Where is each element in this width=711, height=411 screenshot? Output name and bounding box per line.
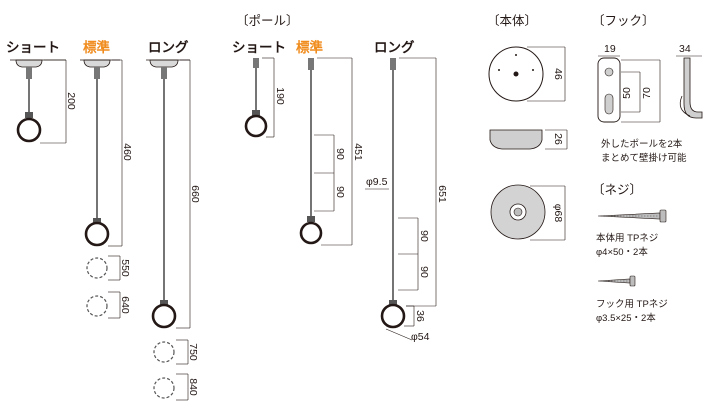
hook-note-line2: まとめて壁掛け可能 bbox=[601, 152, 687, 164]
long-ext-dim-1: 750 bbox=[187, 343, 199, 361]
body-bottom-dim: φ68 bbox=[552, 204, 564, 223]
pole-standard-total: 451 bbox=[352, 143, 364, 161]
pole-section-title: 〔ポール〕 bbox=[236, 14, 299, 28]
hook-section-title: 〔フック〕 bbox=[592, 14, 655, 28]
body-section-group: 〔本体〕 46 26 φ68 bbox=[487, 14, 568, 241]
hook-screw-label-line1: フック用 TPネジ bbox=[596, 299, 668, 310]
hook-section-group: 〔フック〕 19 34 50 70 外したポールを2本 まとめて壁掛け可能 bbox=[592, 14, 703, 164]
ring-height-dim: 36 bbox=[414, 310, 426, 322]
pole-standard-label: 標準 bbox=[296, 39, 323, 55]
body-side-view bbox=[489, 129, 568, 150]
short-unit-illustration bbox=[10, 59, 67, 144]
standard-label: 標準 bbox=[83, 39, 110, 55]
standard-unit-dim: 460 bbox=[121, 143, 133, 161]
hook-screw-illustration bbox=[597, 275, 636, 287]
pole-short-label: ショート bbox=[232, 40, 286, 55]
body-screw-label-line2: φ4×50・2本 bbox=[596, 246, 648, 258]
body-section-title: 〔本体〕 bbox=[487, 14, 537, 28]
ring-diameter-dim: φ54 bbox=[411, 331, 430, 343]
long-label: ロング bbox=[148, 39, 189, 55]
body-top-dim: 46 bbox=[552, 68, 564, 80]
hook-hole-dim: 50 bbox=[621, 87, 633, 99]
pole-section-group: 〔ポール〕 ショート 標準 ロング 190 bbox=[232, 14, 448, 343]
body-top-view bbox=[488, 46, 566, 102]
pole-long-total: 651 bbox=[436, 185, 448, 203]
pole-standard-dim-1: 90 bbox=[334, 148, 346, 160]
pole-long-diameter: φ9.5 bbox=[366, 176, 388, 188]
long-ext-dim-2: 840 bbox=[187, 378, 199, 396]
standard-ext-dim-1: 550 bbox=[119, 259, 131, 277]
long-unit-dim: 660 bbox=[189, 185, 201, 203]
hook-width-front: 19 bbox=[604, 43, 616, 55]
hook-side-view bbox=[676, 55, 703, 119]
screw-section-title: 〔ネジ〕 bbox=[592, 183, 642, 197]
screw-section-group: 〔ネジ〕 本体用 TPネジ φ4×50・2本 フック用 TPネジ φ3.5×25… bbox=[592, 183, 668, 324]
standard-unit-illustration bbox=[80, 59, 123, 319]
body-screw-label-line1: 本体用 TPネジ bbox=[596, 232, 658, 244]
ceiling-units-group: ショート 標準 ロング 200 bbox=[6, 39, 201, 401]
pole-long-illustration bbox=[365, 57, 437, 341]
pole-long-dim-1: 90 bbox=[418, 230, 430, 242]
hook-height-dim: 70 bbox=[641, 87, 653, 99]
pole-short-dim: 190 bbox=[274, 87, 286, 105]
pole-long-label: ロング bbox=[374, 39, 415, 55]
pole-standard-dim-2: 90 bbox=[334, 186, 346, 198]
long-unit-illustration bbox=[146, 59, 191, 401]
standard-ext-dim-2: 640 bbox=[119, 296, 131, 314]
short-unit-dim: 200 bbox=[65, 92, 77, 110]
body-bottom-view bbox=[490, 184, 566, 241]
body-side-dim: 26 bbox=[552, 133, 564, 145]
hook-width-side: 34 bbox=[679, 43, 691, 55]
hook-screw-label-line2: φ3.5×25・2本 bbox=[596, 312, 656, 324]
pole-standard-illustration bbox=[299, 57, 353, 246]
hook-front-view bbox=[597, 55, 661, 123]
pole-short-illustration bbox=[244, 57, 275, 138]
hook-note-line1: 外したポールを2本 bbox=[601, 138, 683, 150]
pole-long-dim-2: 90 bbox=[418, 266, 430, 278]
short-label: ショート bbox=[6, 40, 60, 55]
body-screw-illustration bbox=[597, 209, 667, 223]
